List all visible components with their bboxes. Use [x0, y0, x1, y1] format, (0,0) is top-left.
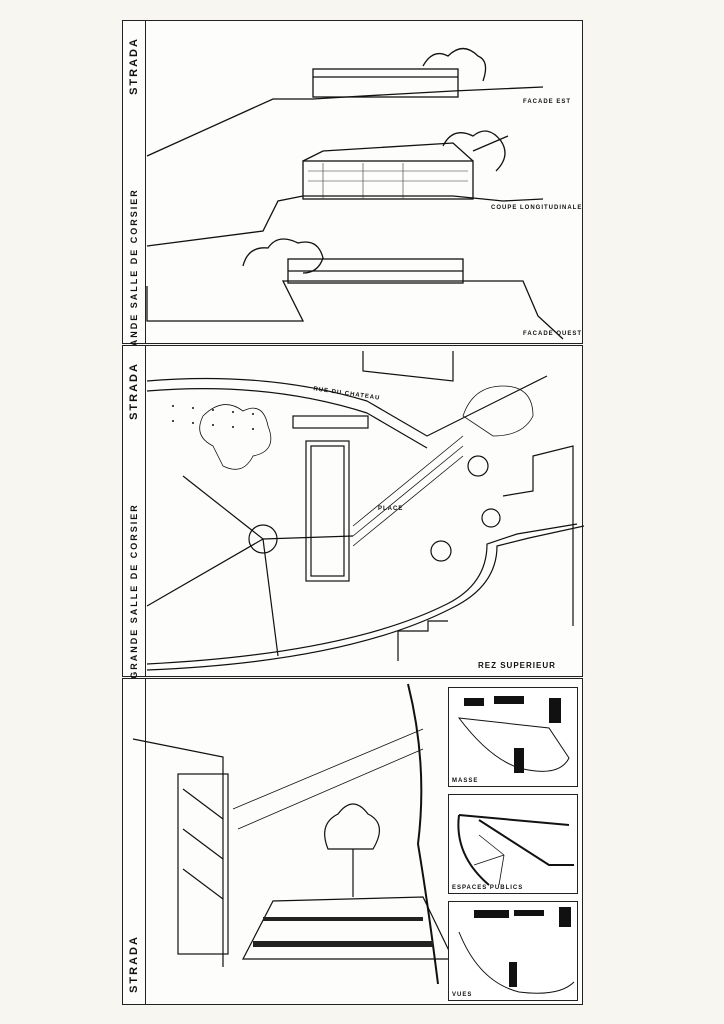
map-label: ESPACES PUBLICS — [452, 885, 524, 891]
side-strip: STRADA — [123, 679, 146, 1004]
side-strip: STRADA GRANDE SALLE DE CORSIER — [123, 21, 146, 364]
site-plan-drawing — [146, 351, 584, 671]
map-espaces-publics: ESPACES PUBLICS — [448, 794, 578, 894]
place-label: PLACE — [378, 506, 404, 512]
coupe-label: COUPE LONGITUDINALE — [491, 205, 583, 211]
level-label: REZ SUPERIEUR — [478, 661, 556, 670]
map-drawing — [457, 814, 574, 886]
facade-ouest-label: FACADE OUEST — [523, 331, 583, 337]
perspective-panel: STRADA MASSE ESPACES PUBLICS VUES — [122, 678, 583, 1005]
side-strip: STRADA GRANDE SALLE DE CORSIER — [123, 346, 146, 679]
facade-est-label: FACADE EST — [523, 99, 572, 105]
elevation-drawings — [146, 47, 564, 340]
site-plan-panel: STRADA GRANDE SALLE DE CORSIER — [122, 345, 584, 679]
map-label: MASSE — [452, 778, 479, 784]
map-drawing — [457, 696, 570, 773]
elevations-panel: STRADA GRANDE SALLE DE CORSIER FACADE ES… — [122, 20, 583, 364]
map-label: VUES — [452, 992, 473, 998]
perspective-drawing — [132, 683, 454, 985]
map-vues: VUES — [448, 901, 578, 1001]
map-masse: MASSE — [448, 687, 578, 787]
map-drawing — [458, 907, 575, 994]
